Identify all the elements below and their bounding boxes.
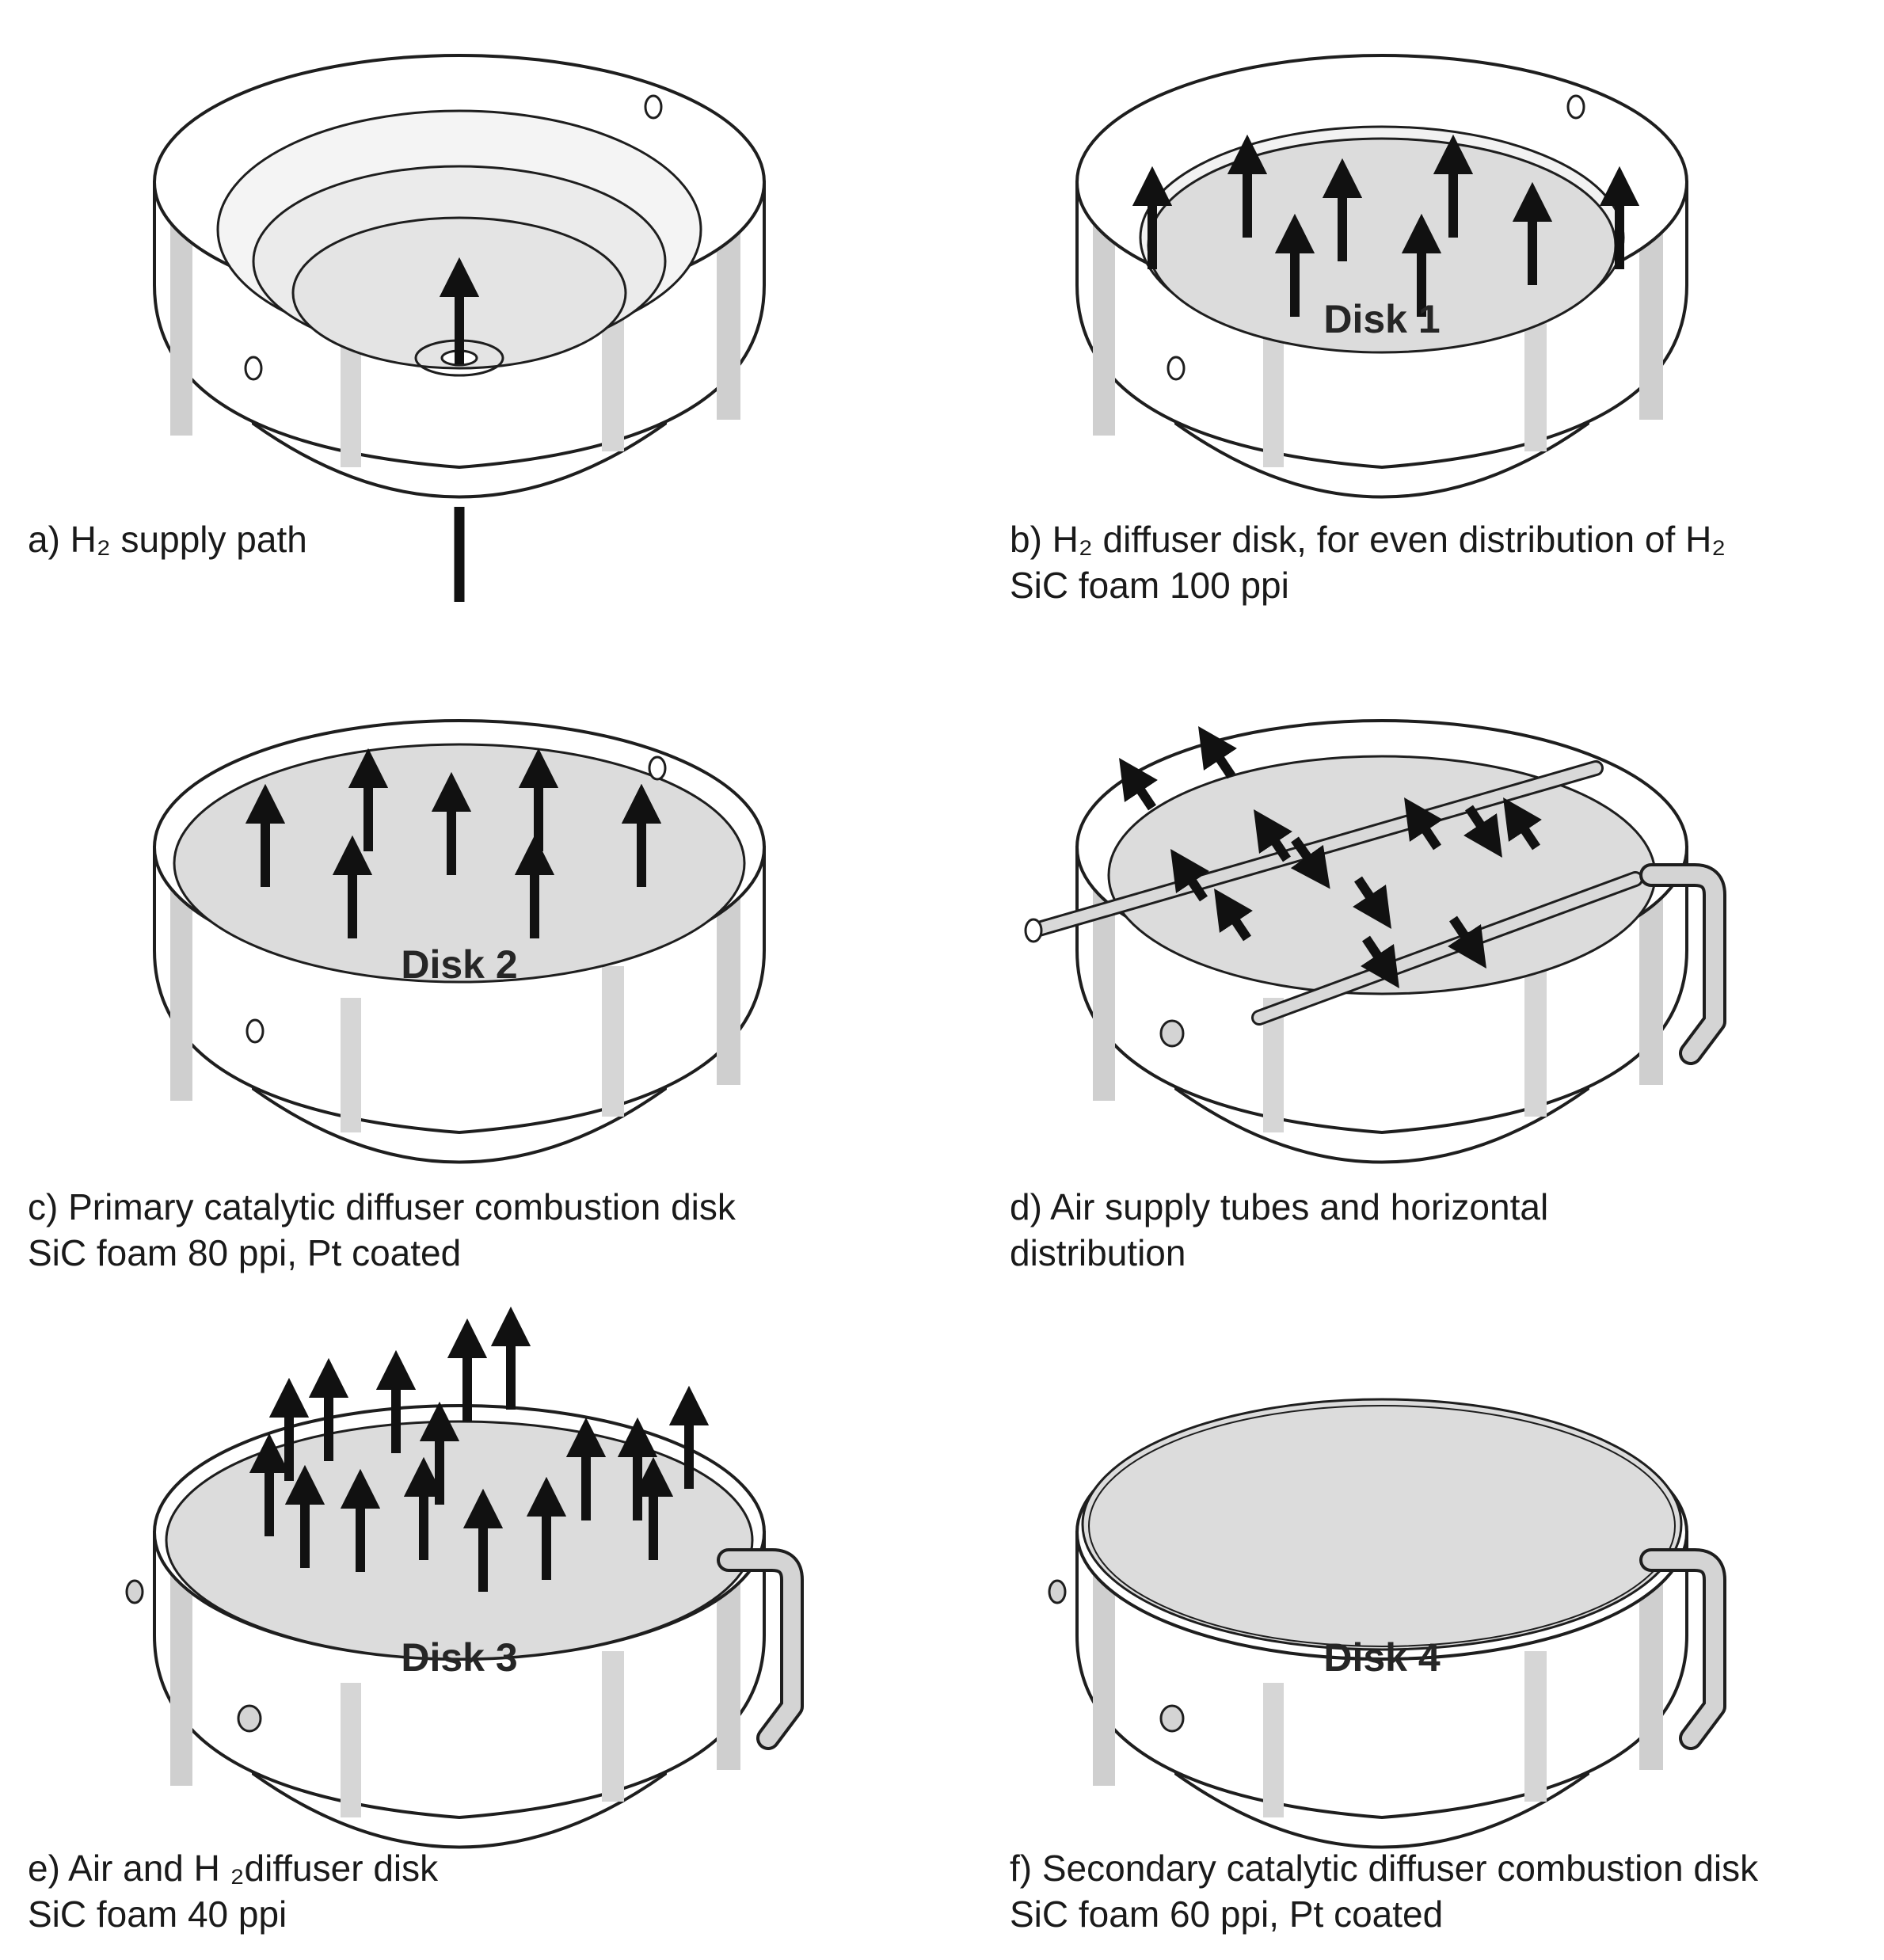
flow-arrow	[1290, 836, 1330, 889]
flow-arrow	[1198, 726, 1237, 779]
air-distribution-arrows	[1119, 726, 1542, 988]
panel-a-illustration	[153, 54, 766, 602]
burner-housing	[1075, 54, 1688, 499]
caption-line: SiC foam 100 ppi	[1010, 565, 1289, 606]
disk-3	[165, 1420, 754, 1661]
flow-arrow	[1214, 889, 1253, 942]
caption-line: c) Primary catalytic diffuser combustion…	[28, 1186, 736, 1227]
caption-b: b) H₂ diffuser disk, for even distributi…	[1010, 516, 1726, 608]
burner-housing	[1075, 719, 1688, 1164]
disk-2	[173, 743, 746, 984]
caption-line: distribution	[1010, 1232, 1186, 1273]
flow-arrow	[1254, 809, 1292, 862]
panel-c-illustration: Disk 2	[153, 719, 766, 1164]
h2-flow-arrows	[1132, 134, 1640, 317]
flow-arrow	[1448, 915, 1486, 969]
burner-housing	[153, 1404, 766, 1849]
caption-line: e) Air and H ₂diffuser disk	[28, 1848, 439, 1889]
disk-label: Disk 2	[401, 942, 517, 987]
panel-d-illustration	[1024, 719, 1726, 1164]
caption-line: d) Air supply tubes and horizontal	[1010, 1186, 1549, 1227]
disk-label: Disk 3	[401, 1635, 517, 1680]
disk-label: Disk 4	[1323, 1635, 1441, 1680]
flow-arrows	[245, 748, 662, 938]
flow-arrow	[1361, 935, 1399, 988]
caption-e: e) Air and H ₂diffuser disk SiC foam 40 …	[28, 1845, 438, 1937]
caption-line: f) Secondary catalytic diffuser combusti…	[1010, 1848, 1759, 1889]
flow-arrow	[1404, 797, 1443, 851]
caption-a: a) H₂ supply path	[28, 516, 307, 562]
caption-line: b) H₂ diffuser disk, for even distributi…	[1010, 519, 1726, 560]
caption-line: SiC foam 80 ppi, Pt coated	[28, 1232, 462, 1273]
panel-f-illustration: Disk 4	[1048, 1398, 1726, 1849]
panel-e-illustration: Disk 3	[125, 1306, 804, 1849]
caption-d: d) Air supply tubes and horizontal distr…	[1010, 1184, 1548, 1276]
disk-4	[1081, 1398, 1683, 1651]
burner-housing	[153, 719, 766, 1164]
flow-arrow	[1170, 849, 1209, 902]
flow-arrow	[1353, 876, 1391, 929]
panel-b-illustration: Disk 1	[1075, 54, 1688, 499]
caption-c: c) Primary catalytic diffuser combustion…	[28, 1184, 736, 1276]
side-pipe	[1159, 863, 1726, 1065]
caption-line: SiC foam 60 ppi, Pt coated	[1010, 1893, 1444, 1935]
flow-arrow	[1503, 797, 1542, 851]
burner-housing	[1075, 1398, 1688, 1849]
flow-arrow	[1119, 758, 1158, 811]
burner-housing	[153, 54, 766, 499]
flow-arrows	[249, 1306, 710, 1592]
caption-line: a) H₂ supply path	[28, 519, 307, 560]
flow-arrow	[1463, 805, 1502, 858]
side-pipe	[125, 1548, 804, 1750]
side-pipe	[1048, 1548, 1726, 1750]
disk-label: Disk 1	[1323, 297, 1440, 341]
caption-f: f) Secondary catalytic diffuser combusti…	[1010, 1845, 1758, 1937]
caption-line: SiC foam 40 ppi	[28, 1893, 287, 1935]
